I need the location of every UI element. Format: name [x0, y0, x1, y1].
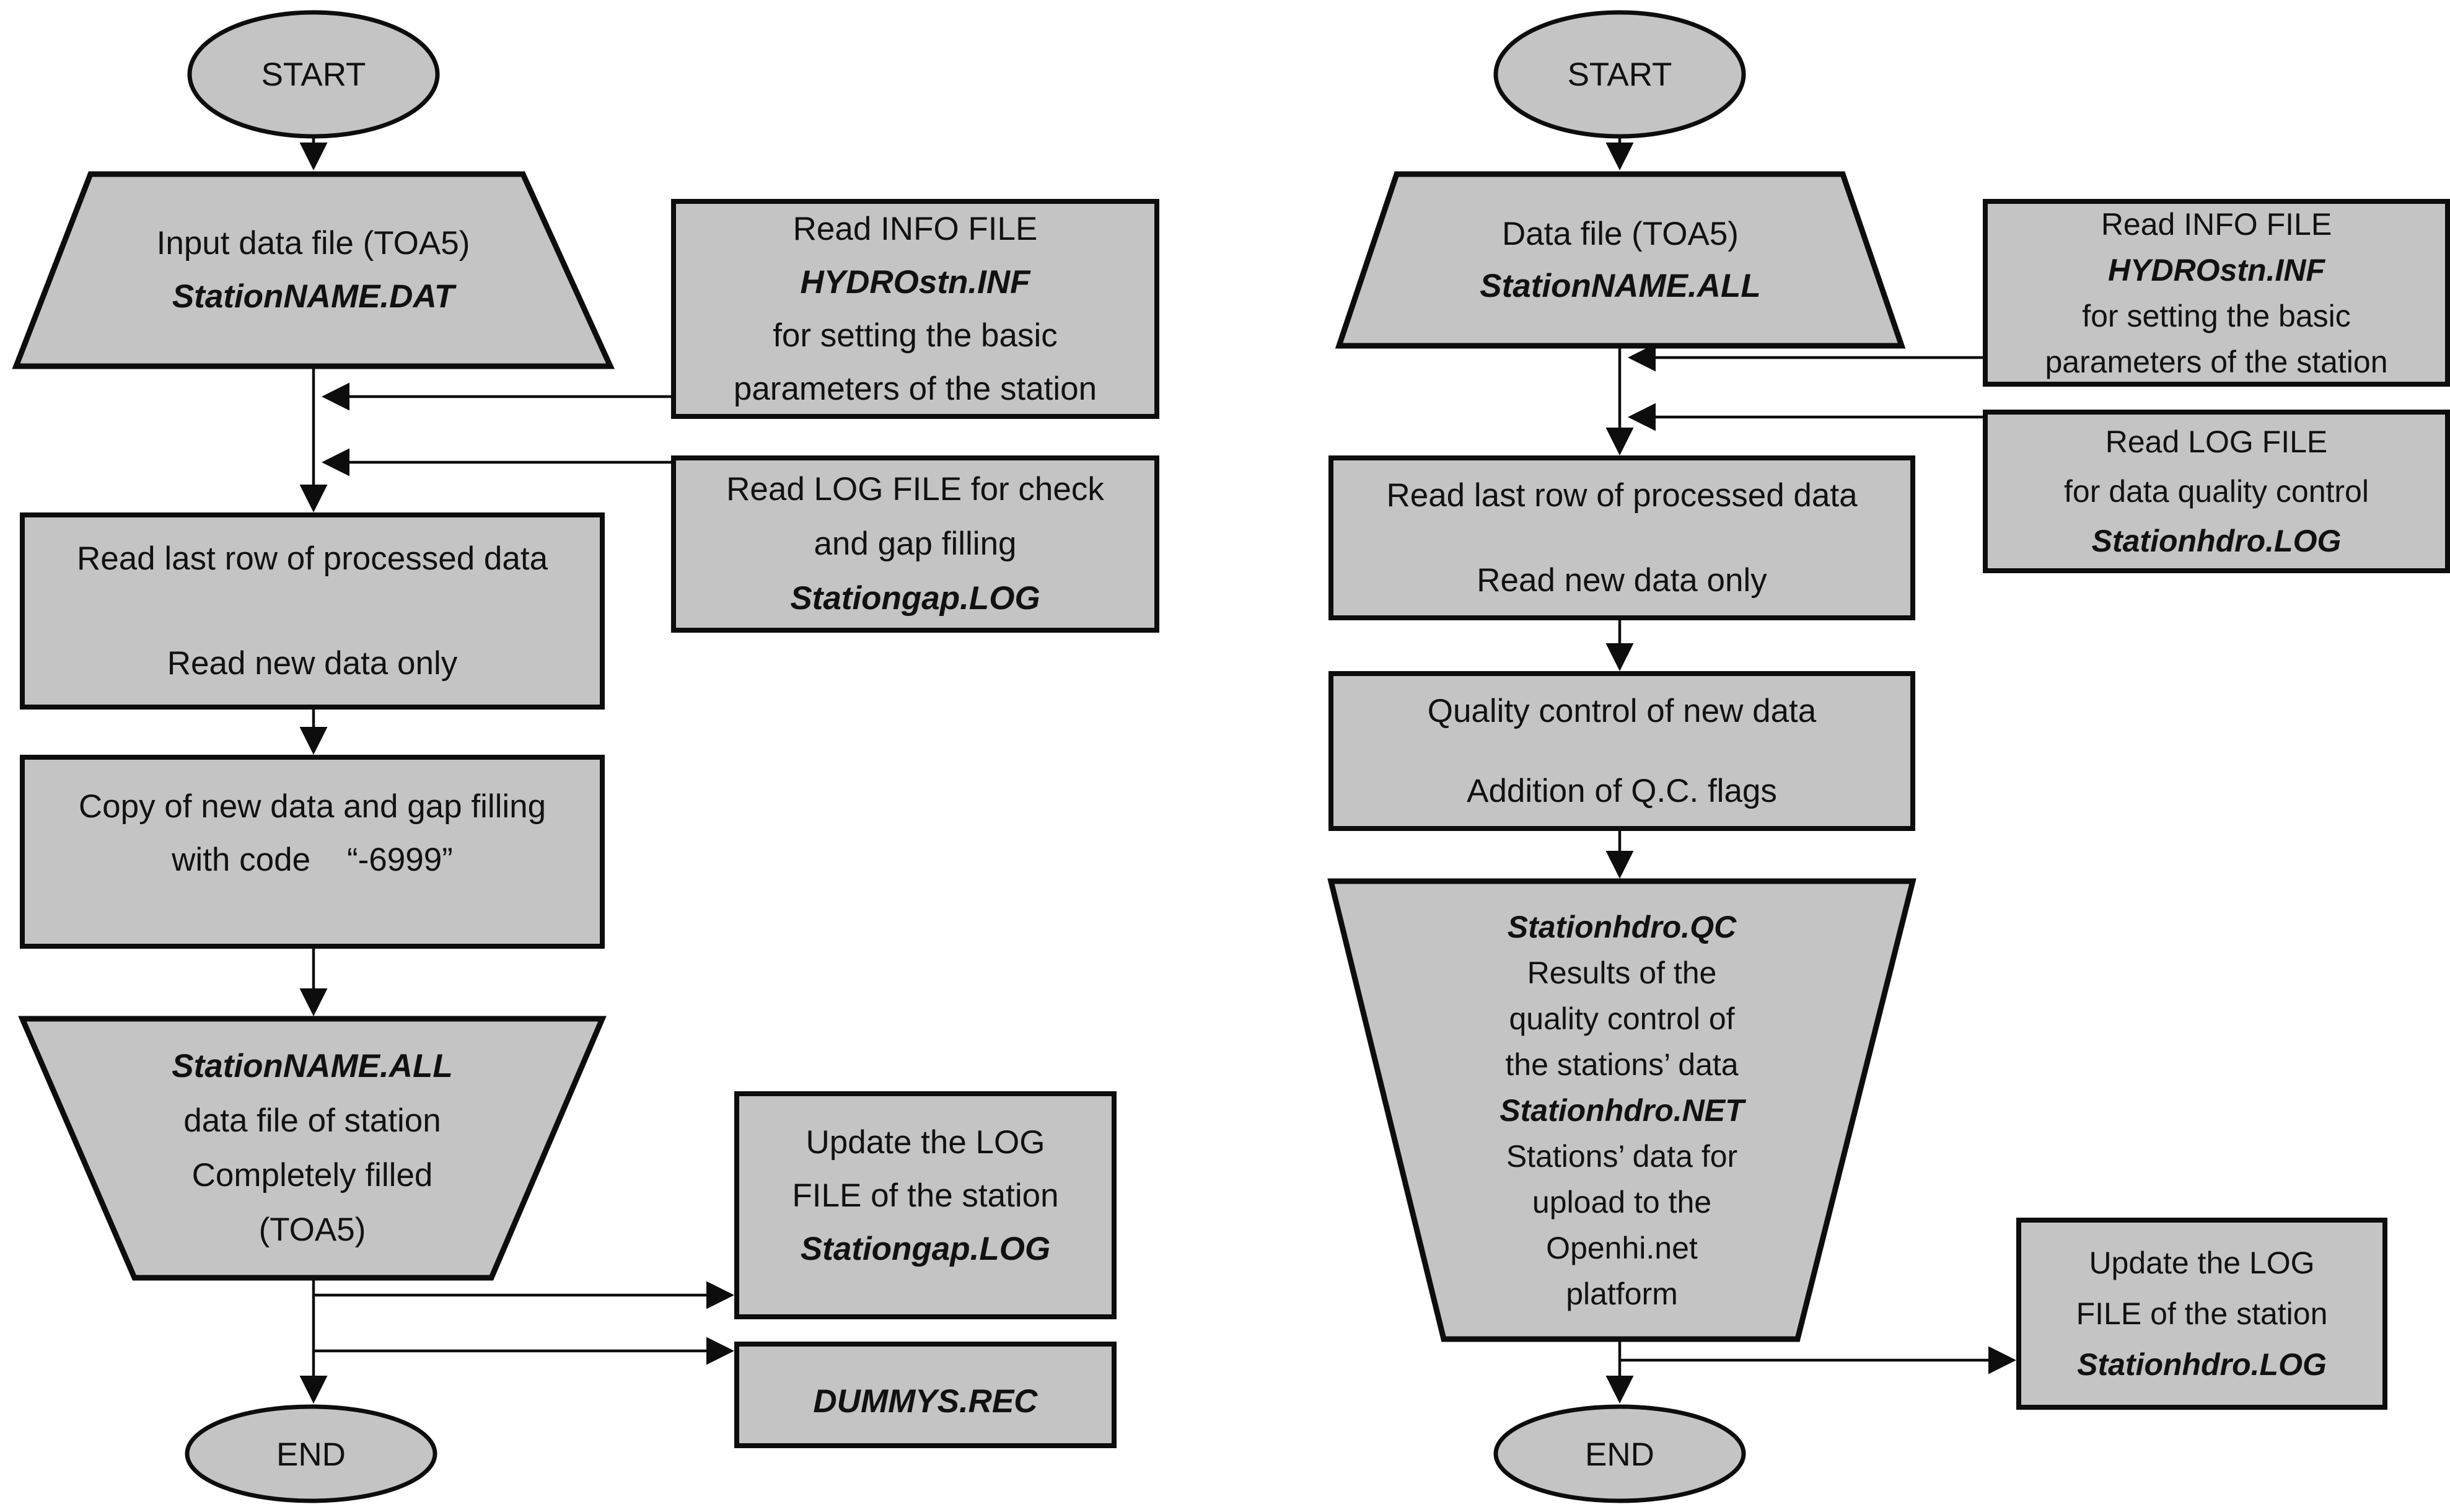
- text-line: END: [276, 1436, 346, 1473]
- text-line: START: [1567, 56, 1672, 93]
- text-line: FILE of the station: [792, 1177, 1059, 1214]
- right-input-trapezoid-label: Data file (TOA5) StationNAME.ALL: [1339, 174, 1902, 346]
- text-line: with code “-6999”: [172, 841, 453, 878]
- left-read-last-row-box: [20, 512, 605, 710]
- left-read-info-box: [671, 199, 1159, 419]
- text-line: Read last row of processed data: [76, 540, 548, 577]
- left-read-log-label: Read LOG FILE for check and gap filling …: [674, 458, 1157, 630]
- left-update-log-box: [734, 1091, 1117, 1319]
- right-read-last-row-label: Read last row of processed data Read new…: [1331, 458, 1913, 618]
- left-end-label: END: [187, 1407, 435, 1501]
- right-start-label: START: [1496, 12, 1744, 136]
- text-line: Addition of Q.C. flags: [1467, 773, 1777, 809]
- text-line: Update the LOG: [806, 1124, 1045, 1161]
- text-line: StationNAME.ALL: [172, 1048, 453, 1084]
- left-start-ellipse: [187, 10, 440, 139]
- text-line: END: [1585, 1436, 1654, 1473]
- right-output-trapezoid-label: Stationhdro.QC Results of the quality co…: [1331, 881, 1913, 1339]
- text-line: HYDROstn.INF: [2108, 252, 2325, 288]
- left-read-log-box: [671, 455, 1159, 633]
- text-line: quality control of: [1509, 1001, 1735, 1036]
- text-line: Stations’ data for: [1506, 1138, 1738, 1174]
- text-line: and gap filling: [814, 525, 1017, 562]
- text-line: the stations’ data: [1505, 1047, 1739, 1082]
- text-line: (TOA5): [258, 1211, 366, 1248]
- text-line: Data file (TOA5): [1502, 215, 1739, 252]
- right-quality-control-label: Quality control of new data Addition of …: [1331, 674, 1913, 829]
- left-input-trapezoid: [12, 171, 615, 369]
- right-output-trapezoid: [1327, 878, 1917, 1342]
- left-update-log-label: Update the LOG FILE of the station Stati…: [737, 1094, 1114, 1317]
- right-end-ellipse: [1493, 1404, 1746, 1503]
- text-line: StationNAME.ALL: [1480, 267, 1761, 304]
- right-read-last-row-box: [1328, 455, 1915, 620]
- text-line: parameters of the station: [2045, 344, 2388, 379]
- text-line: START: [261, 56, 366, 93]
- right-update-log-box: [2016, 1218, 2387, 1410]
- text-line: for data quality control: [2064, 474, 2369, 509]
- text-line: Completely filled: [191, 1157, 433, 1193]
- left-read-last-row-label: Read last row of processed data Read new…: [22, 515, 602, 707]
- text-line: Read new data only: [1477, 562, 1767, 599]
- text-line: Input data file (TOA5): [156, 225, 470, 262]
- text-line: Read last row of processed data: [1386, 477, 1858, 514]
- text-line: Read LOG FILE for check: [726, 471, 1104, 508]
- right-read-log-label: Read LOG FILE for data quality control S…: [1985, 412, 2448, 571]
- left-start-label: START: [190, 12, 437, 136]
- text-line: HYDROstn.INF: [800, 263, 1030, 301]
- text-line: Quality control of new data: [1427, 693, 1817, 729]
- text-line: Copy of new data and gap filling: [78, 788, 547, 825]
- text-line: Stationgap.LOG: [800, 1231, 1051, 1267]
- right-read-info-box: [1983, 199, 2450, 387]
- left-input-trapezoid-label: Input data file (TOA5) StationNAME.DAT: [16, 174, 610, 366]
- text-line: Stationhdro.LOG: [2091, 524, 2342, 558]
- text-line: Read LOG FILE: [2105, 424, 2328, 459]
- text-line: Stationhdro.LOG: [2077, 1347, 2327, 1382]
- right-end-label: END: [1496, 1407, 1744, 1501]
- left-output-trapezoid: [18, 1016, 607, 1281]
- text-line: parameters of the station: [733, 370, 1097, 407]
- text-line: Stationgap.LOG: [790, 580, 1040, 617]
- text-line: data file of station: [183, 1102, 441, 1139]
- text-line: DUMMYS.REC: [813, 1382, 1038, 1420]
- left-dummys-rec-label: DUMMYS.REC: [737, 1344, 1114, 1446]
- right-read-log-box: [1983, 410, 2450, 573]
- text-line: FILE of the station: [2076, 1296, 2328, 1331]
- text-line: Stationhdro.NET: [1499, 1092, 1744, 1128]
- left-end-ellipse: [185, 1404, 437, 1503]
- text-line: Read INFO FILE: [793, 210, 1038, 247]
- text-line: Stationhdro.QC: [1507, 909, 1737, 944]
- right-read-info-label: Read INFO FILE HYDROstn.INF for setting …: [1985, 201, 2448, 384]
- right-input-trapezoid: [1335, 171, 1906, 349]
- left-output-trapezoid-label: StationNAME.ALL data file of station Com…: [22, 1019, 602, 1278]
- text-line: Openhi.net: [1546, 1230, 1698, 1265]
- text-line: platform: [1566, 1276, 1678, 1311]
- right-quality-control-box: [1328, 671, 1915, 831]
- text-line: for setting the basic: [2082, 298, 2351, 333]
- left-read-info-label: Read INFO FILE HYDROstn.INF for setting …: [674, 201, 1157, 416]
- left-dummys-rec-box: [734, 1342, 1117, 1448]
- text-line: Read new data only: [167, 645, 458, 682]
- text-line: Read INFO FILE: [2101, 206, 2332, 242]
- text-line: for setting the basic: [773, 317, 1058, 354]
- text-line: StationNAME.DAT: [172, 278, 455, 315]
- right-start-ellipse: [1493, 10, 1746, 139]
- right-update-log-label: Update the LOG FILE of the station Stati…: [2019, 1220, 2385, 1407]
- text-line: Results of the: [1527, 955, 1717, 990]
- text-line: upload to the: [1532, 1184, 1712, 1220]
- text-line: Update the LOG: [2089, 1246, 2315, 1280]
- left-copy-new-data-label: Copy of new data and gap filling with co…: [22, 757, 602, 946]
